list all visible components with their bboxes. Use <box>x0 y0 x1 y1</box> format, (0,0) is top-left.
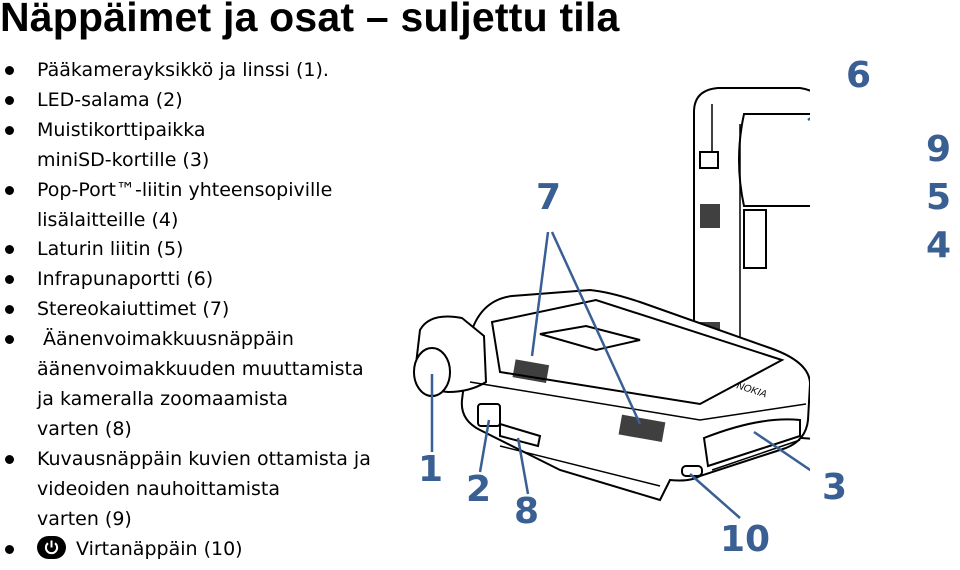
list-item-text: Laturin liitin (5) <box>37 238 184 261</box>
list-item: Kuvausnäppäin kuvien ottamista ja videoi… <box>0 445 400 535</box>
list-item-text: Äänenvoimakkuusnäppäin <box>37 328 294 351</box>
page-title: Näppäimet ja osat – suljettu tila <box>0 0 620 40</box>
callout-8: 8 <box>514 491 540 532</box>
list-item-text: äänenvoimakkuuden muuttamista <box>37 358 364 381</box>
phone-illustration: NOKIA <box>413 87 810 519</box>
list-item: Virtanäppäin (10) <box>0 535 400 565</box>
list-item-text: Kuvausnäppäin kuvien ottamista ja <box>37 447 371 470</box>
list-item: Laturin liitin (5) <box>0 235 400 265</box>
list-item-text: varten (8) <box>37 417 132 440</box>
list-item: Muistikorttipaikka miniSD-kortille (3) <box>0 116 400 176</box>
list-item: Äänenvoimakkuusnäppäin äänenvoimakkuuden… <box>0 325 400 445</box>
feature-list: Pääkamerayksikkö ja linssi (1). LED-sala… <box>0 56 400 564</box>
list-item: Infrapunaportti (6) <box>0 265 400 295</box>
callout-6: 6 <box>846 55 872 96</box>
list-item: Pop-Port™-liitin yhteensopiville lisälai… <box>0 176 400 236</box>
list-item-text: varten (9) <box>37 507 132 530</box>
callout-3: 3 <box>822 467 848 508</box>
list-item-text: miniSD-kortille (3) <box>37 148 210 171</box>
list-item-text: Virtanäppäin (10) <box>76 537 243 560</box>
list-item: Pääkamerayksikkö ja linssi (1). <box>0 56 400 86</box>
callout-4: 4 <box>926 225 952 266</box>
power-icon <box>37 535 66 559</box>
list-item-text: lisälaitteille (4) <box>37 208 179 231</box>
callout-9: 9 <box>926 129 952 170</box>
volume-key <box>499 422 542 448</box>
front-screen-area <box>490 298 785 406</box>
callout-1: 1 <box>418 449 444 490</box>
list-item: LED-salama (2) <box>0 86 400 116</box>
list-item-text: ja kameralla zoomaamista <box>37 387 288 410</box>
callout-2: 2 <box>466 469 492 510</box>
list-item-text: videoiden nauhoittamista <box>37 477 281 500</box>
list-item-text: Infrapunaportti (6) <box>37 268 214 291</box>
callout-7: 7 <box>536 177 562 218</box>
list-item-text: Pääkamerayksikkö ja linssi (1). <box>37 59 329 81</box>
list-item-text: LED-salama (2) <box>37 88 183 111</box>
list-item-text: Stereokaiuttimet (7) <box>37 298 230 321</box>
callout-10: 10 <box>720 519 771 560</box>
rear-camera-barrel <box>738 113 810 207</box>
list-item-text: Pop-Port™-liitin yhteensopiville <box>37 178 333 201</box>
list-item-text: Muistikorttipaikka <box>37 118 206 141</box>
list-item: Stereokaiuttimet (7) <box>0 295 400 325</box>
callout-5: 5 <box>926 177 952 218</box>
